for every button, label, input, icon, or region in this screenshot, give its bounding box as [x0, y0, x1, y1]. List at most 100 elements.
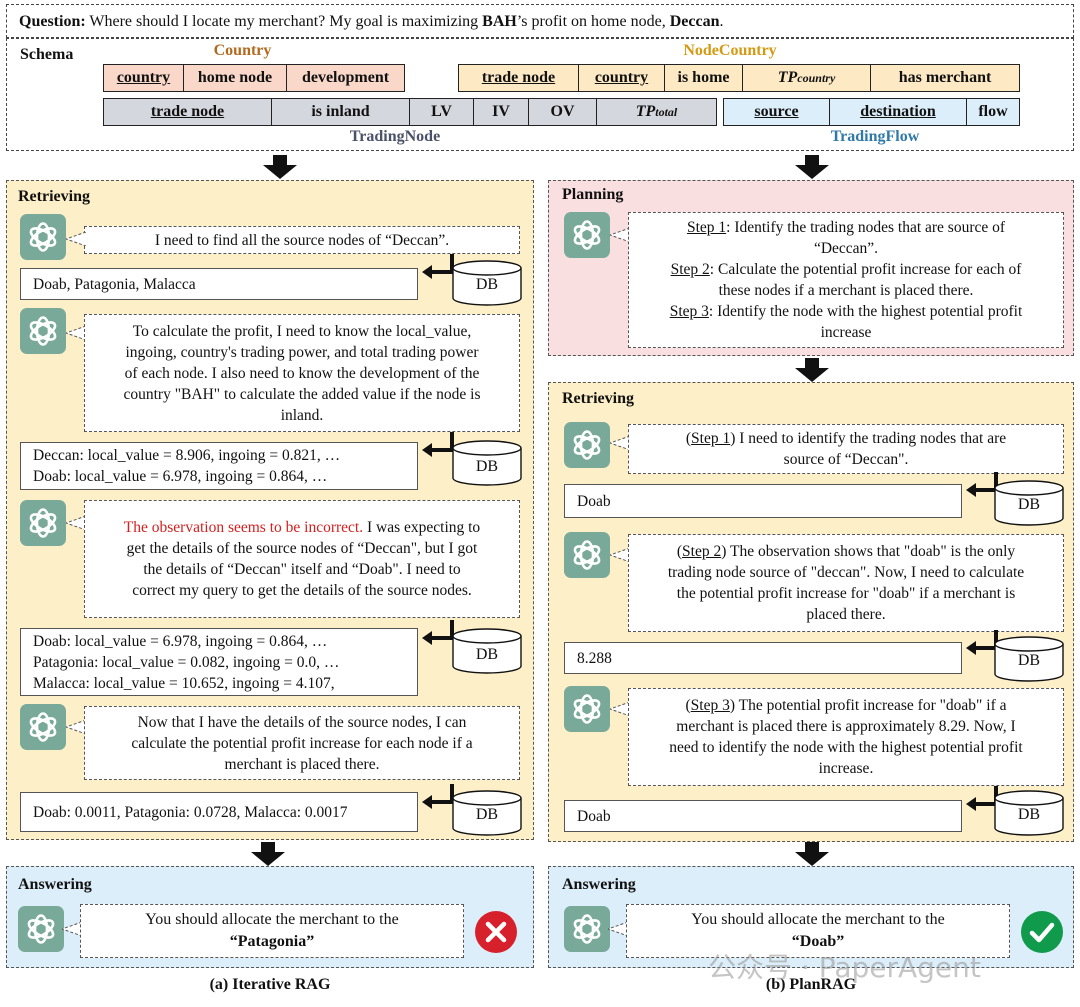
right-observation-1: Doab — [564, 484, 962, 518]
chatgpt-icon — [564, 212, 610, 258]
line: placed there. — [806, 606, 886, 623]
nodecountry-field-has-merchant: has merchant — [898, 69, 992, 86]
line: (Step 1) I need to identify the trading … — [685, 430, 1007, 447]
tp-subscript-country: country — [797, 70, 836, 85]
step-label: Step 2 — [682, 543, 722, 560]
db-label: DB — [475, 276, 499, 293]
nodecountry-table-title: NodeCountry — [683, 42, 777, 59]
left-thought-4: Now that I have the details of the sourc… — [84, 706, 520, 780]
plan-bubble: Step 1: Identify the trading nodes that … — [628, 212, 1064, 348]
db-arrow — [422, 254, 454, 279]
db-cylinder — [994, 790, 1064, 836]
left-answer-bubble: You should allocate the merchant to the … — [80, 904, 464, 958]
left-observation-2: Deccan: local_value = 8.906, ingoing = 0… — [20, 442, 418, 490]
right-thought-3: (Step 3) The potential profit increase f… — [628, 688, 1064, 786]
country-table-title: Country — [213, 42, 272, 59]
left-observation-4: Doab: 0.0011, Patagonia: 0.0728, Malacca… — [20, 792, 418, 832]
step-label: Step 2 — [670, 261, 710, 278]
line: Now that I have the details of the sourc… — [137, 713, 467, 731]
left-answering-title: Answering — [18, 876, 92, 893]
down-arrow-right-bottom — [795, 842, 829, 866]
line-text: I was expecting to — [363, 519, 481, 536]
line: merchant is placed there. — [224, 755, 380, 773]
left-retrieving-title: Retrieving — [18, 188, 90, 205]
down-arrow-right-top — [795, 155, 829, 179]
line: Doab: local_value = 6.978, ingoing = 0.8… — [33, 468, 328, 485]
bubble-tail — [608, 922, 628, 936]
tradingnode-field-is-inland: is inland — [272, 99, 410, 125]
db-arrow — [422, 784, 454, 809]
db-arrow — [422, 620, 454, 645]
answer-line-2: “Patagonia” — [229, 933, 315, 950]
bubble-tail — [610, 548, 630, 562]
tradingnode-table-title: TradingNode — [349, 128, 441, 145]
db-arrow — [422, 432, 454, 457]
question-deccan: Deccan — [669, 13, 720, 30]
planning-title: Planning — [562, 186, 624, 203]
line: The observation seems to be incorrect. I… — [95, 517, 509, 538]
schema-label: Schema — [20, 46, 74, 63]
down-arrow-right-mid — [795, 358, 829, 382]
chatgpt-icon — [20, 308, 66, 354]
country-field-development: development — [301, 69, 390, 86]
tradingflow-table: source destination flow — [723, 98, 1020, 126]
bubble-tail — [610, 702, 630, 716]
right-observation-2: 8.288 — [564, 642, 962, 674]
nodecountry-field-trade-node: trade node — [459, 65, 579, 91]
left-thought-3: The observation seems to be incorrect. I… — [84, 500, 520, 618]
left-caption: (a) Iterative RAG — [209, 976, 331, 993]
db-label: DB — [1017, 496, 1041, 513]
tradingflow-field-flow: flow — [978, 103, 1008, 120]
line: (Step 3) The potential profit increase f… — [685, 697, 1007, 714]
tradingflow-field-source: source — [724, 99, 830, 125]
question-label: Question: — [19, 13, 86, 30]
line: trading node source of "deccan". Now, I … — [667, 564, 1025, 581]
line: (Step 2) The observation shows that "doa… — [676, 543, 1016, 560]
step-text: : Calculate the potential profit increas… — [709, 261, 1022, 278]
tradingnode-field-iv: IV — [474, 99, 529, 125]
left-observation-1: Doab, Patagonia, Malacca — [20, 268, 418, 300]
plan-step-2-cont: these nodes if a merchant is placed ther… — [718, 282, 974, 299]
line: merchant is placed there is approximatel… — [676, 718, 1016, 735]
line-text: ) The potential profit increase for "doa… — [729, 697, 1007, 714]
db-cylinder — [452, 790, 522, 836]
tp-symbol: TP — [777, 69, 798, 86]
line: calculate the potential profit increase … — [131, 734, 473, 752]
line: need to identify the node with the highe… — [669, 739, 1023, 756]
db-cylinder — [994, 480, 1064, 526]
step-text: : Identify the node with the highest pot… — [708, 303, 1023, 320]
bubble-tail — [610, 436, 630, 450]
bubble-tail — [610, 228, 630, 242]
step-label: Step 3 — [669, 303, 709, 320]
line: of each node. I also need to know the de… — [124, 364, 480, 382]
chatgpt-icon — [20, 704, 66, 750]
nodecountry-field-country: country — [579, 65, 665, 91]
step-label: Step 1 — [686, 219, 727, 236]
tradingflow-field-destination: destination — [830, 99, 967, 125]
question-text-end: . — [719, 13, 724, 30]
country-field-country: country — [104, 65, 184, 91]
line: To calculate the profit, I need to know … — [132, 322, 472, 340]
wrong-x-icon — [475, 911, 517, 953]
right-thought-2: (Step 2) The observation shows that "doa… — [628, 534, 1064, 632]
tp-total-symbol: TP — [635, 103, 656, 120]
line: country "BAH" to calculate the added val… — [123, 385, 481, 403]
line: Doab: local_value = 6.978, ingoing = 0.8… — [33, 632, 328, 650]
schema-box — [6, 38, 1074, 151]
plan-step-1: Step 1: Identify the trading nodes that … — [639, 217, 1053, 238]
question-bah: BAH — [482, 13, 517, 30]
right-answering-title: Answering — [562, 876, 636, 893]
db-label: DB — [475, 646, 499, 663]
line: correct my query to get the details of t… — [132, 582, 472, 599]
answer-line-1: You should allocate the merchant to the — [691, 911, 945, 928]
line-text: ) I need to identify the trading nodes t… — [730, 430, 1007, 447]
right-answer-bubble: You should allocate the merchant to the … — [626, 904, 1010, 958]
down-arrow-left-bottom — [251, 842, 285, 866]
db-cylinder — [452, 260, 522, 306]
db-label: DB — [1017, 652, 1041, 669]
tp-subscript-total: total — [655, 104, 678, 119]
